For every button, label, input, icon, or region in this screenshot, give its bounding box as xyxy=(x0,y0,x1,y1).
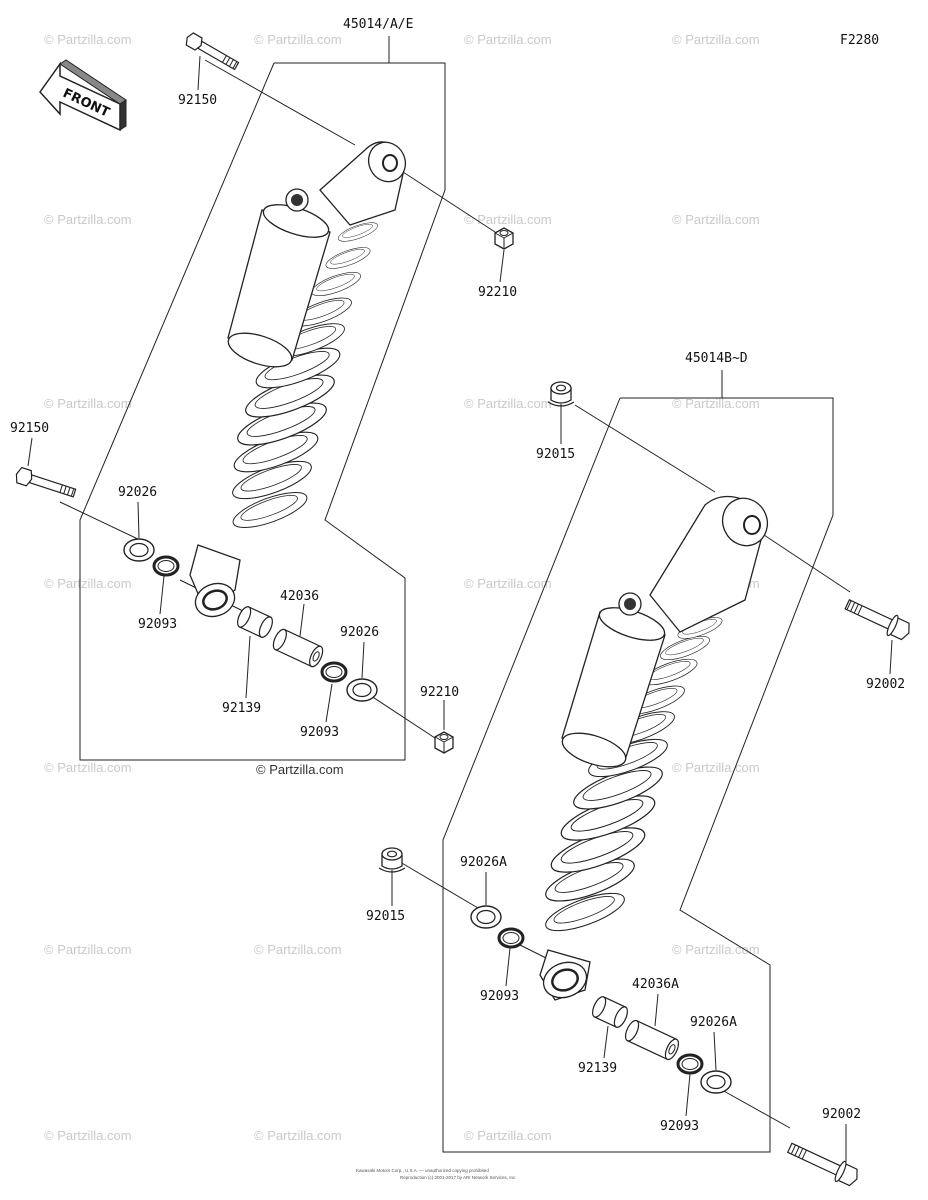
lower-left-nut xyxy=(378,847,406,873)
upper-bushing xyxy=(237,606,273,638)
upper-top-nut xyxy=(494,227,514,250)
upper-top-mount xyxy=(319,141,407,226)
upper-group-label: 45014/A/E xyxy=(343,17,413,32)
watermark-dark: © Partzilla.com xyxy=(256,762,344,777)
lower-lower-eye xyxy=(539,949,591,1001)
upper-group-bracket xyxy=(79,62,446,761)
watermark: © Partzilla.com xyxy=(44,942,132,957)
part-label: 92026 xyxy=(340,625,379,640)
upper-washer-right xyxy=(346,678,378,702)
lower-seal-left xyxy=(497,927,525,949)
upper-seal-right xyxy=(320,661,348,683)
lower-group-label: 45014B~D xyxy=(685,351,748,366)
upper-side-bolt xyxy=(15,466,77,498)
part-label: 92093 xyxy=(138,617,177,632)
lower-bushing xyxy=(592,996,628,1028)
watermark-layer: © Partzilla.com © Partzilla.com © Partzi… xyxy=(44,32,760,1143)
footer-copyright: Kawasaki Motors Corp., U.S.A. — unauthor… xyxy=(356,1168,489,1173)
lower-bottom-bolt xyxy=(786,1142,858,1187)
lower-collar xyxy=(624,1019,680,1061)
watermark: © Partzilla.com xyxy=(44,32,132,47)
part-label: 92093 xyxy=(480,989,519,1004)
lower-right-bolt xyxy=(844,599,910,641)
watermark: © Partzilla.com xyxy=(254,1128,342,1143)
watermark: © Partzilla.com xyxy=(672,396,760,411)
part-label: 42036 xyxy=(280,589,319,604)
upper-reservoir xyxy=(227,188,331,368)
part-label: 92150 xyxy=(178,93,217,108)
part-label: 92093 xyxy=(660,1119,699,1134)
watermark: © Partzilla.com xyxy=(464,212,552,227)
part-label: 92210 xyxy=(478,285,517,300)
part-label: 92002 xyxy=(822,1107,861,1122)
footer-copyright: Reproduction (c) 2001-2017 by ARI Networ… xyxy=(400,1175,517,1180)
part-label: 92150 xyxy=(10,421,49,436)
figure-code: F2280 xyxy=(840,33,879,48)
upper-washer-left xyxy=(123,538,155,562)
lower-group-bracket xyxy=(442,397,834,1153)
front-arrow-icon: FRONT xyxy=(39,59,127,132)
upper-assembly: 45014/A/E xyxy=(10,17,517,777)
part-label: 92002 xyxy=(866,677,905,692)
watermark: © Partzilla.com xyxy=(672,942,760,957)
upper-top-bolt xyxy=(185,32,240,71)
upper-seal-left xyxy=(152,555,180,577)
part-label: 92026A xyxy=(460,855,507,870)
watermark: © Partzilla.com xyxy=(672,760,760,775)
lower-reservoir xyxy=(561,592,666,768)
lower-assembly: 45014B~D xyxy=(366,351,910,1187)
watermark: © Partzilla.com xyxy=(44,1128,132,1143)
watermark: © Partzilla.com xyxy=(44,212,132,227)
part-label: 92026A xyxy=(690,1015,737,1030)
lower-top-nut xyxy=(547,381,575,407)
watermark: © Partzilla.com xyxy=(464,32,552,47)
part-label: 92139 xyxy=(222,701,261,716)
watermark: © Partzilla.com xyxy=(464,576,552,591)
watermark: © Partzilla.com xyxy=(464,1128,552,1143)
lower-washer-left xyxy=(470,905,502,929)
part-label: 92015 xyxy=(366,909,405,924)
lower-washer-right xyxy=(700,1070,732,1094)
watermark: © Partzilla.com xyxy=(44,396,132,411)
part-label: 42036A xyxy=(632,977,679,992)
watermark: © Partzilla.com xyxy=(254,942,342,957)
lower-seal-right xyxy=(676,1053,704,1075)
part-label: 92015 xyxy=(536,447,575,462)
upper-collar xyxy=(272,628,324,668)
part-label: 92093 xyxy=(300,725,339,740)
watermark: © Partzilla.com xyxy=(44,576,132,591)
part-label: 92139 xyxy=(578,1061,617,1076)
watermark: © Partzilla.com xyxy=(44,760,132,775)
upper-lower-eye xyxy=(189,544,241,618)
watermark: © Partzilla.com xyxy=(254,32,342,47)
part-label: 92210 xyxy=(420,685,459,700)
watermark: © Partzilla.com xyxy=(464,396,552,411)
part-label: 92026 xyxy=(118,485,157,500)
watermark: © Partzilla.com xyxy=(672,32,760,47)
lower-top-mount xyxy=(649,495,769,633)
upper-bottom-nut xyxy=(434,731,454,754)
watermark: © Partzilla.com xyxy=(672,212,760,227)
